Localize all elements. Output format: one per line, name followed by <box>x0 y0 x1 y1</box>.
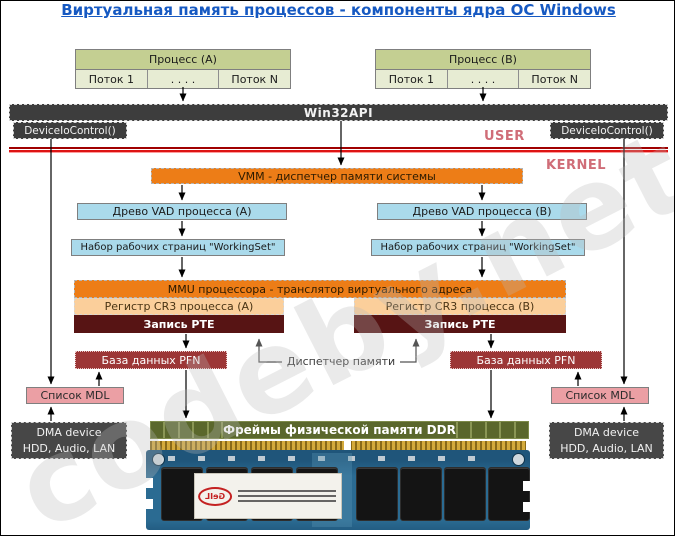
thread-n: Поток N <box>518 70 590 88</box>
pfn-database-right: База данных PFN <box>450 351 602 369</box>
dma-left-line1: DMA device <box>36 425 102 439</box>
ram-hole-right <box>512 453 525 466</box>
vad-tree-b: Древо VAD процесса (B) <box>377 203 587 220</box>
deviceiocontrol-left: DeviceIoControl() <box>13 122 127 139</box>
memory-dispatcher-label: Диспетчер памяти <box>286 355 396 368</box>
process-b-title: Процесс (B) <box>376 50 590 70</box>
pfn-database-left: База данных PFN <box>75 351 227 369</box>
thread-dots: . . . . <box>146 70 219 88</box>
cr3-register-a: Регистр CR3 процесса (A) <box>74 298 284 315</box>
ram-edge-notch <box>523 481 531 491</box>
frame-cells-left <box>151 422 224 438</box>
mdl-list-left: Список MDL <box>26 387 124 404</box>
ddr-frames-label: Фреймы физической памяти DDR <box>223 423 456 437</box>
thread-1: Поток 1 <box>388 72 434 86</box>
thread-dots: . . . . <box>446 70 519 88</box>
dma-device-left: DMA device HDD, Audio, LAN <box>11 422 127 459</box>
dma-device-right: DMA device HDD, Audio, LAN <box>549 422 664 459</box>
ram-chip <box>488 467 530 521</box>
ram-contact-notch <box>344 441 351 450</box>
process-a-box: Процесс (A) Поток 1 . . . . Поток N <box>75 49 291 89</box>
process-a-title: Процесс (A) <box>76 50 290 70</box>
kernel-zone-label: KERNEL <box>546 158 607 173</box>
frame-cells-right <box>455 422 528 438</box>
ram-chip <box>444 467 486 521</box>
workingset-a: Набор рабочих страниц "WorkingSet" <box>71 239 285 256</box>
dma-left-line2: HDD, Audio, LAN <box>22 441 116 455</box>
workingset-b: Набор рабочих страниц "WorkingSet" <box>371 239 585 256</box>
thread-n: Поток N <box>218 70 290 88</box>
cr3-register-b: Регистр CR3 процесса (B) <box>354 298 566 315</box>
pte-entry-b: Запись PTE <box>354 315 566 333</box>
ram-chip <box>356 467 398 521</box>
dma-right-line1: DMA device <box>573 425 640 439</box>
vmm-bar: VMM - диспетчер памяти системы <box>151 168 523 184</box>
deviceiocontrol-right: DeviceIoControl() <box>550 122 664 139</box>
ram-gold-contacts <box>150 441 526 450</box>
user-zone-label: USER <box>484 129 525 144</box>
ram-label: GeIL <box>194 473 342 519</box>
thread-1: Поток 1 <box>88 72 134 86</box>
mdl-list-right: Список MDL <box>551 387 649 404</box>
ddr-frames-bar: Фреймы физической памяти DDR <box>150 421 529 439</box>
ram-smd-components <box>168 456 490 461</box>
ram-edge-notch <box>523 502 531 512</box>
pte-entry-a: Запись PTE <box>74 315 284 333</box>
process-b-threads: Поток 1 . . . . Поток N <box>376 70 590 88</box>
ram-hole-left <box>152 453 165 466</box>
ram-label-textlines <box>236 487 338 505</box>
ram-edge-notch <box>145 499 153 509</box>
ram-edge-notch <box>145 478 153 488</box>
vad-tree-a: Древо VAD процесса (A) <box>77 203 287 220</box>
ram-chip <box>400 467 442 521</box>
dma-right-line2: HDD, Audio, LAN <box>560 441 653 455</box>
win32api-bar: Win32API <box>9 104 668 121</box>
user-kernel-divider <box>9 147 668 153</box>
ram-module-photo: GeIL <box>145 441 531 530</box>
ram-brand-logo: GeIL <box>198 486 233 506</box>
mmu-bar: MMU процессора - транслятор виртуального… <box>74 280 566 298</box>
process-a-threads: Поток 1 . . . . Поток N <box>76 70 290 88</box>
process-b-box: Процесс (B) Поток 1 . . . . Поток N <box>375 49 591 89</box>
page-title: Виртуальная память процессов - компонент… <box>61 1 616 19</box>
